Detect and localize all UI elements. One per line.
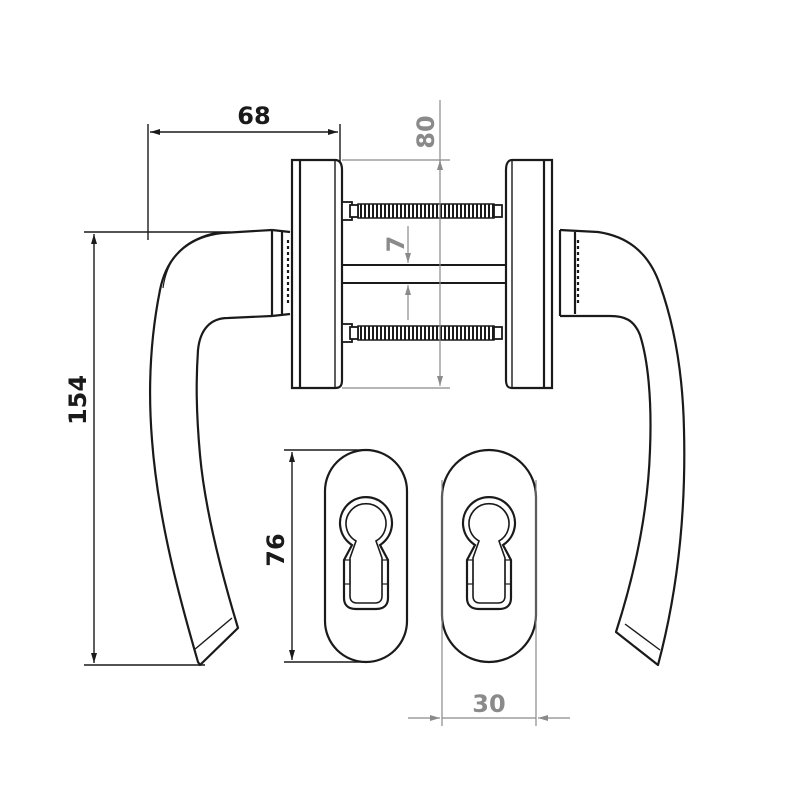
dimension-76: [284, 449, 366, 663]
dimension-76-label: 76: [262, 533, 290, 566]
left-escutcheon: [323, 448, 409, 664]
dimension-80-label: 80: [412, 115, 440, 148]
dimension-154: [84, 231, 230, 666]
left-rose: [290, 158, 344, 390]
lower-fixing-screw: [341, 323, 503, 343]
left-lever-handle: [148, 228, 291, 667]
upper-fixing-screw: [341, 201, 503, 221]
dimension-7-label: 7: [382, 236, 410, 253]
square-spindle: [342, 264, 506, 284]
dimension-68: [147, 124, 341, 240]
dimension-30-label: 30: [472, 690, 505, 718]
right-rose: [504, 158, 554, 390]
dimension-30: [408, 480, 570, 726]
dimension-68-label: 68: [237, 102, 270, 130]
dimension-80: [342, 100, 450, 389]
right-escutcheon: [440, 448, 538, 664]
right-lever-handle: [558, 228, 686, 667]
dimension-154-label: 154: [64, 375, 92, 425]
